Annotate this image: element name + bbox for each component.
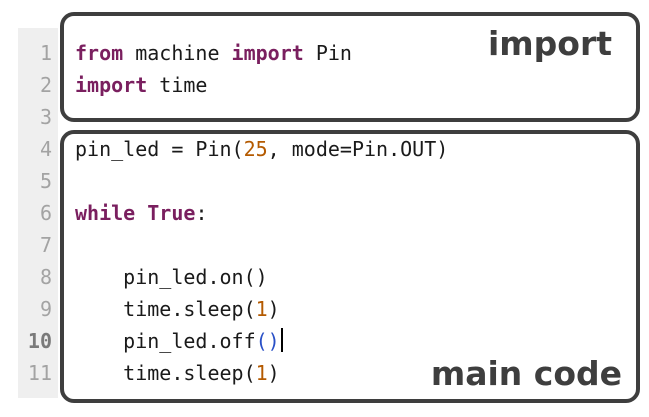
line-number: 2 xyxy=(39,73,52,97)
code-token: : xyxy=(195,201,208,225)
code-text[interactable]: while True: xyxy=(75,197,207,229)
code-token: machine xyxy=(123,41,232,65)
keyword-token: while xyxy=(75,201,136,225)
import-section-label: import xyxy=(487,24,612,63)
code-text[interactable]: time.sleep(1) xyxy=(75,357,280,389)
code-line[interactable]: 4 pin_led = Pin(25, mode=Pin.OUT) xyxy=(0,133,649,165)
main-code-section-box: main code xyxy=(60,130,640,403)
line-number: 11 xyxy=(27,361,52,385)
line-number: 6 xyxy=(39,201,52,225)
code-token: pin_led.off xyxy=(75,329,256,353)
line-number: 9 xyxy=(39,297,52,321)
code-token: pin_led = Pin( xyxy=(75,137,244,161)
code-token: time xyxy=(147,73,208,97)
code-text[interactable]: pin_led = Pin(25, mode=Pin.OUT) xyxy=(75,133,448,165)
number-token: 1 xyxy=(255,361,268,385)
line-number: 5 xyxy=(39,169,52,193)
code-token: time.sleep( xyxy=(75,361,256,385)
code-text[interactable]: from machine import Pin xyxy=(75,37,352,69)
keyword-token: import xyxy=(231,41,304,65)
number-token: 25 xyxy=(243,137,268,161)
code-token: ) xyxy=(267,297,280,321)
code-line[interactable]: 8 pin_led.on() xyxy=(0,261,649,293)
code-line[interactable]: 3 xyxy=(0,101,649,133)
line-number-gutter xyxy=(18,28,58,398)
keyword-token: import xyxy=(75,73,148,97)
code-line[interactable]: 11 time.sleep(1) xyxy=(0,357,649,389)
line-number: 3 xyxy=(39,105,52,129)
line-number: 10 xyxy=(27,329,52,353)
code-token: ) xyxy=(267,361,280,385)
code-text[interactable]: time.sleep(1) xyxy=(75,293,280,325)
code-text[interactable]: import time xyxy=(75,69,207,101)
code-token: , mode=Pin.OUT) xyxy=(267,137,449,161)
code-line[interactable]: 1 from machine import Pin xyxy=(0,37,649,69)
line-number: 7 xyxy=(39,233,52,257)
code-line[interactable]: 5 xyxy=(0,165,649,197)
number-token: 1 xyxy=(255,297,268,321)
code-text[interactable]: pin_led.off() xyxy=(75,325,283,357)
text-cursor xyxy=(280,328,283,352)
keyword-token: from xyxy=(75,41,124,65)
code-token: pin_led.on() xyxy=(75,265,268,289)
main-code-section-label: main code xyxy=(430,354,622,393)
code-line[interactable]: 6 while True: xyxy=(0,197,649,229)
code-text[interactable]: pin_led.on() xyxy=(75,261,268,293)
import-section-box: import xyxy=(60,12,640,122)
line-number: 8 xyxy=(39,265,52,289)
code-line[interactable]: 2 import time xyxy=(0,69,649,101)
code-token: Pin xyxy=(303,41,352,65)
line-number: 4 xyxy=(39,137,52,161)
code-line[interactable]: 7 xyxy=(0,229,649,261)
matched-bracket-token: () xyxy=(255,329,280,353)
line-number: 1 xyxy=(39,41,52,65)
code-token: time.sleep( xyxy=(75,297,256,321)
code-line[interactable]: 10 pin_led.off() xyxy=(0,325,649,357)
keyword-token: True xyxy=(147,201,196,225)
code-line[interactable]: 9 time.sleep(1) xyxy=(0,293,649,325)
